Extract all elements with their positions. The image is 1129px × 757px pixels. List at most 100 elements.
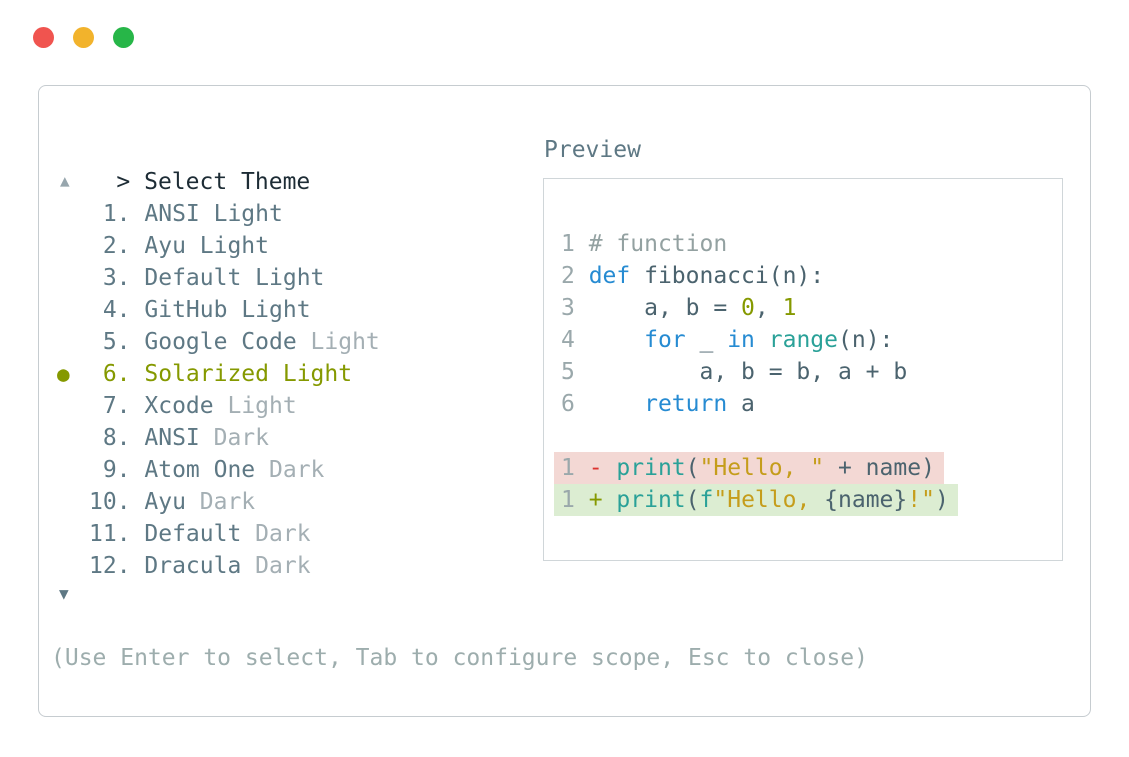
theme-option-11[interactable]: 11. Default Dark bbox=[89, 518, 380, 550]
theme-number: 4. bbox=[102, 297, 131, 323]
theme-variant: Light bbox=[282, 361, 353, 387]
theme-variant: Dark bbox=[255, 521, 311, 547]
theme-option-4[interactable]: 4. GitHub Light bbox=[89, 294, 380, 326]
theme-option-9[interactable]: 9. Atom One Dark bbox=[89, 454, 380, 486]
theme-variant: Dark bbox=[199, 489, 256, 515]
theme-name: Atom One bbox=[144, 457, 256, 483]
theme-number: 2. bbox=[102, 233, 131, 259]
code-token: (n): bbox=[838, 327, 894, 353]
theme-name: Xcode bbox=[144, 393, 214, 419]
theme-number: 11. bbox=[89, 521, 131, 547]
line-number: 1 bbox=[561, 487, 575, 513]
code-token: ( bbox=[685, 455, 700, 481]
theme-number: 10. bbox=[89, 489, 131, 515]
code-token: 1 bbox=[782, 295, 797, 321]
theme-name: Default bbox=[144, 521, 242, 547]
prompt: > Select Theme bbox=[61, 134, 310, 195]
diff-highlight-added: 1+print(f"Hello, {name}!") bbox=[554, 484, 958, 516]
code-token: "Hello, " bbox=[699, 455, 825, 481]
theme-option-5[interactable]: 5. Google Code Light bbox=[89, 326, 380, 358]
scroll-down-icon[interactable]: ▼ bbox=[59, 584, 69, 603]
theme-variant: Light bbox=[310, 329, 380, 355]
diff-line-added: 1+print(f"Hello, {name}!") bbox=[554, 484, 958, 516]
line-number: 2 bbox=[561, 263, 575, 289]
selected-bullet-icon: ● bbox=[57, 362, 70, 386]
line-number: 5 bbox=[561, 359, 575, 385]
line-number: 1 bbox=[561, 455, 575, 481]
diff-highlight-removed: 1-print("Hello, " + name) bbox=[554, 452, 944, 484]
line-number: 6 bbox=[561, 391, 575, 417]
theme-number: 3. bbox=[102, 265, 131, 291]
code-token: + name) bbox=[824, 455, 935, 481]
code-token: a, b = b, a + b bbox=[588, 359, 908, 385]
close-button[interactable] bbox=[33, 27, 54, 48]
theme-variant: Light bbox=[241, 297, 311, 323]
preview-label: Preview bbox=[544, 137, 641, 163]
scroll-up-icon[interactable]: ▲ bbox=[60, 171, 70, 190]
diff-line-removed: 1-print("Hello, " + name) bbox=[554, 452, 958, 484]
theme-option-7[interactable]: 7. Xcode Light bbox=[89, 390, 380, 422]
code-token bbox=[589, 391, 644, 417]
code-token: ) bbox=[934, 487, 949, 513]
theme-name: Default bbox=[144, 265, 242, 291]
theme-number: 5. bbox=[102, 329, 131, 355]
prompt-caret-icon: > bbox=[116, 169, 131, 195]
code-line: 6 return a bbox=[561, 388, 958, 420]
code-token: {name} bbox=[824, 487, 908, 513]
theme-number: 7. bbox=[102, 393, 131, 419]
code-line: 4 for _ in range(n): bbox=[561, 324, 958, 356]
code-token: print bbox=[616, 455, 686, 481]
theme-name: Google Code bbox=[144, 329, 297, 355]
theme-variant: Dark bbox=[213, 425, 269, 451]
theme-option-8[interactable]: 8. ANSI Dark bbox=[89, 422, 380, 454]
theme-number: 12. bbox=[89, 553, 131, 579]
code-token: ( bbox=[685, 487, 700, 513]
code-token bbox=[589, 327, 644, 353]
code-line: 1 # function bbox=[561, 228, 958, 260]
theme-name: GitHub bbox=[144, 297, 228, 323]
code-token: in bbox=[727, 327, 755, 353]
diff-block: 1-print("Hello, " + name)1+print(f"Hello… bbox=[554, 452, 958, 516]
code-token: def bbox=[588, 263, 631, 289]
keyboard-hint: (Use Enter to select, Tab to configure s… bbox=[51, 645, 868, 671]
theme-name: Solarized bbox=[144, 361, 269, 387]
window-controls bbox=[33, 27, 134, 48]
code-token: !" bbox=[907, 487, 935, 513]
code-token: # function bbox=[588, 231, 728, 257]
theme-option-3[interactable]: 3. Default Light bbox=[89, 262, 380, 294]
code-line: 5 a, b = b, a + b bbox=[561, 356, 958, 388]
code-token: a bbox=[727, 391, 755, 417]
theme-name: ANSI bbox=[144, 201, 200, 227]
code-token: "Hello, bbox=[713, 487, 825, 513]
diff-minus-icon: - bbox=[588, 455, 603, 481]
minimize-button[interactable] bbox=[73, 27, 94, 48]
code-token: _ bbox=[685, 327, 728, 353]
theme-name: Dracula bbox=[144, 553, 242, 579]
theme-name: Ayu bbox=[144, 233, 186, 259]
theme-name: ANSI bbox=[144, 425, 200, 451]
code-token: range bbox=[768, 327, 838, 353]
theme-number: 8. bbox=[102, 425, 131, 451]
line-number: 3 bbox=[561, 295, 575, 321]
code-line: 3 a, b = 0, 1 bbox=[561, 292, 958, 324]
theme-variant: Light bbox=[227, 393, 297, 419]
theme-variant: Light bbox=[255, 265, 325, 291]
theme-variant: Dark bbox=[269, 457, 325, 483]
code-token: print bbox=[616, 487, 686, 513]
line-number: 4 bbox=[561, 327, 575, 353]
page-title: Select Theme bbox=[144, 169, 311, 195]
theme-variant: Light bbox=[213, 201, 283, 227]
diff-plus-icon: + bbox=[588, 487, 603, 513]
line-number: 1 bbox=[561, 231, 575, 257]
code-token: , bbox=[754, 295, 783, 321]
zoom-button[interactable] bbox=[113, 27, 134, 48]
theme-number: 9. bbox=[102, 457, 131, 483]
